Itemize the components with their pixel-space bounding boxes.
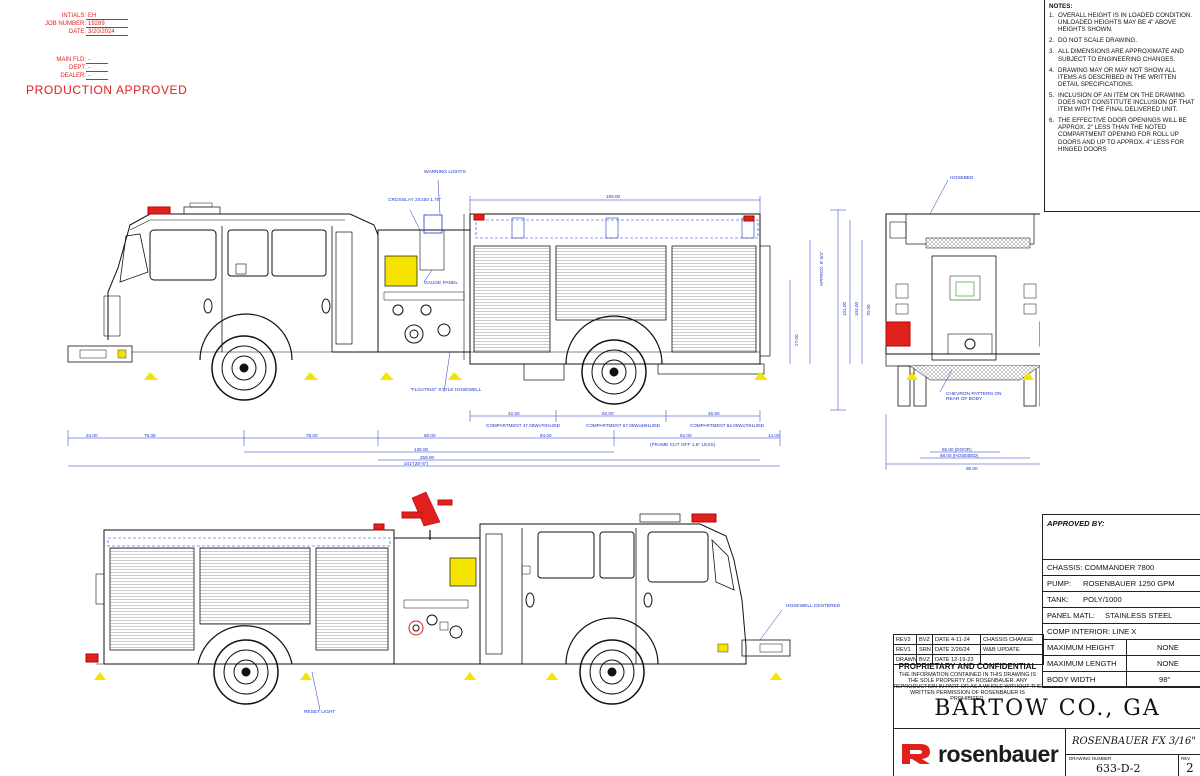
note-item: 3.ALL DIMENSIONS ARE APPROXIMATE AND SUB… xyxy=(1049,48,1184,63)
brand-block xyxy=(893,728,1065,776)
revision-number: 2 xyxy=(1186,761,1194,775)
revision-number-cell: REV 2 xyxy=(1178,754,1200,776)
dealer-value: - xyxy=(86,73,108,80)
apparatus-drawings xyxy=(67,179,1040,711)
dim-door-width: 65.00 (DOOR) xyxy=(942,447,972,452)
comp-label-3: COMPARTMENT 54.00Wx70Hx25D xyxy=(690,423,765,428)
dim-height-1: 101.00 xyxy=(842,301,847,316)
comp-label-1: COMPARTMENT 47.00Wx70Hx25D xyxy=(486,423,561,428)
dim-cab-to-axle: 78.00 xyxy=(306,433,318,438)
job-label: JOB NUMBER: xyxy=(44,21,86,27)
job-number: 19289 xyxy=(86,21,128,28)
dim-comp-1: 42.50 xyxy=(508,411,520,416)
dim-front-to-cab: 79.38 xyxy=(144,433,156,438)
initials-value: EH xyxy=(86,13,128,20)
rear-view xyxy=(885,213,1040,407)
tank-row: TANK:POLY/1000 xyxy=(1043,591,1200,607)
proprietary-title: PROPRIETARY AND CONFIDENTIAL xyxy=(898,662,1037,671)
dept-value: - xyxy=(86,65,108,72)
warning-lights-label: WARNING LIGHTS xyxy=(424,170,466,175)
crosslay-label: CROSSLAY 2X150 1.75" xyxy=(388,198,442,203)
pump-row: PUMP:ROSENBAUER 1250 GPM xyxy=(1043,575,1200,591)
revision-label: REV xyxy=(1181,756,1191,761)
comp-interior-row: COMP INTERIOR: LINE X xyxy=(1043,623,1200,639)
dim-body-length: 168.00 xyxy=(606,194,621,199)
dim-front-overhang: 24.00 xyxy=(86,433,98,438)
drawing-number: 633-D-2 xyxy=(1096,762,1141,775)
approved-by-row: APPROVED BY: xyxy=(1047,519,1105,528)
dim-height-3: 70.00 xyxy=(866,304,871,317)
proprietary-notice: PROPRIETARY AND CONFIDENTIAL THE INFORMA… xyxy=(893,662,1042,702)
job-date: 3/20/2024 xyxy=(86,29,128,36)
initials-label: INTIALS: xyxy=(61,13,86,19)
main-fld-label: MAIN FLD: xyxy=(56,57,86,63)
job-info-block: INTIALS:EH JOB NUMBER:19289 DATE:3/20/20… xyxy=(26,13,128,36)
dim-comp-2: 62.00 xyxy=(602,411,614,416)
hosewell-centered-label: HOSEWELL CENTERED xyxy=(786,604,841,609)
main-fld-value: - xyxy=(86,57,108,64)
dim-comp-3: 46.50 xyxy=(708,411,720,416)
dim-wheelbase: 138.00 xyxy=(414,447,429,452)
drawing-number-cell: DRAWING NUMBER 633-D-2 xyxy=(1065,754,1178,776)
top-dimension-lines xyxy=(67,196,863,467)
side-view-driver xyxy=(67,202,771,405)
notes-title: NOTES: xyxy=(1049,3,1073,10)
note-item: 1.OVERALL HEIGHT IS IN LOADED CONDITION.… xyxy=(1049,12,1193,34)
gauge-panel-label: GAUGE PANEL xyxy=(424,281,459,286)
chassis-row: CHASSIS: COMMANDER 7800 xyxy=(1043,559,1200,575)
note-item: 5.INCLUSION OF AN ITEM ON THE DRAWING DO… xyxy=(1049,91,1195,114)
dim-approx-height: APPROX. 9'-3/4" xyxy=(819,251,824,286)
spec-table: APPROVED BY: CHASSIS: COMMANDER 7800 PUM… xyxy=(1042,514,1200,688)
chevron-label: CHEVRON PATTERN ON REAR OF BODY xyxy=(946,392,1002,402)
floating-hosewell-label: "FLOATING" STYLE HOSEWELL xyxy=(410,388,482,393)
comp-label-2: COMPARTMENT 67.00Wx49Hx25D xyxy=(586,423,661,428)
dim-rear-overhang: 14.00 xyxy=(768,433,780,438)
rosenbauer-logo-icon xyxy=(902,744,930,764)
hosebed-label: HOSEBED xyxy=(950,176,974,181)
dim-overall-body: 256.00 xyxy=(420,455,435,460)
note-item: 4.DRAWING MAY OR MAY NOT SHOW ALL ITEMS … xyxy=(1049,66,1177,88)
drawing-number-label: DRAWING NUMBER xyxy=(1069,756,1112,761)
date-label: DATE: xyxy=(68,29,86,35)
dim-body-width: 96.00 xyxy=(966,466,978,471)
model-name: ROSENBAUER FX 3/16" xyxy=(1065,728,1200,754)
rear-dimension-lines xyxy=(885,414,1040,470)
dealer-label: DEALER: xyxy=(60,73,86,79)
dept-label: DEPT: xyxy=(68,65,86,71)
leader-lines xyxy=(311,179,953,711)
dim-pump: 50.00 xyxy=(424,433,436,438)
note-item: 6.THE EFFECTIVE DOOR OPENINGS WILL BE AP… xyxy=(1049,117,1187,153)
dept-info-block: MAIN FLD:- DEPT:- DEALER:- xyxy=(26,57,108,80)
customer-name: BARTOW CO., GA xyxy=(893,686,1200,729)
production-approved-stamp: PRODUCTION APPROVED xyxy=(26,83,188,97)
reset-light-label: RESET LIGHT xyxy=(304,710,336,715)
dim-height-2: 104.00 xyxy=(854,301,859,316)
side-view-officer xyxy=(85,491,791,705)
note-item: 2.DO NOT SCALE DRAWING. xyxy=(1049,37,1138,45)
frame-cut-label: (FRAME CUT OFF 1.5" LESS) xyxy=(650,443,716,448)
notes-panel: NOTES: 1.OVERALL HEIGHT IS IN LOADED CON… xyxy=(1044,0,1200,212)
dim-height-4: 27.00 xyxy=(794,334,799,347)
proprietary-body: THE INFORMATION CONTAINED IN THIS DRAWIN… xyxy=(893,672,1042,702)
dim-hosebed-width: 68.00 (HOSEBED) xyxy=(940,453,979,458)
dim-overall-length: 341"(28'-5") xyxy=(404,461,429,466)
brand-wordmark: rosenbauer xyxy=(938,741,1059,767)
panel-row: PANEL MATL:STAINLESS STEEL xyxy=(1043,607,1200,623)
dim-axle-1: 84.00 xyxy=(540,433,552,438)
dim-axle-2: 84.00 xyxy=(680,433,692,438)
